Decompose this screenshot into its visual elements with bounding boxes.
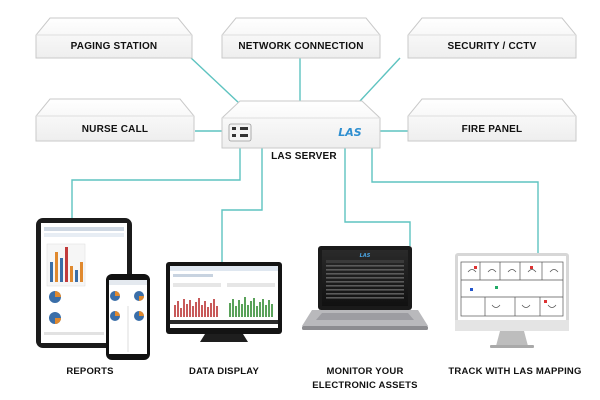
box-nurse-call	[35, 98, 195, 142]
las-server: LAS	[221, 100, 381, 149]
mapping-label: TRACK WITH LAS MAPPING	[448, 366, 582, 377]
reports-label: REPORTS	[66, 366, 114, 377]
paging-station-label: PAGING STATION	[70, 41, 158, 52]
server-logo: LAS	[338, 126, 362, 139]
monitor-assets-label-line1: MONITOR YOUR	[326, 366, 404, 377]
connector-data-display	[221, 148, 263, 262]
monitor-assets-label-line2: ELECTRONIC ASSETS	[312, 380, 418, 391]
connector-mapping	[371, 148, 539, 253]
las-server-label: LAS SERVER	[271, 151, 337, 162]
security-cctv-label: SECURITY / CCTV	[447, 41, 537, 52]
box-fire-panel	[407, 98, 577, 142]
mapping-monitor	[455, 253, 569, 348]
connector-paging	[189, 56, 241, 105]
connector-security	[359, 57, 401, 102]
box-network-connection	[221, 17, 381, 59]
connector-lines	[71, 56, 539, 262]
assets-laptop: LAS	[302, 246, 428, 330]
connector-reports	[71, 148, 241, 220]
network-connection-label: NETWORK CONNECTION	[238, 41, 364, 52]
nurse-call-label: NURSE CALL	[81, 124, 149, 135]
svg-text:LAS: LAS	[360, 253, 371, 259]
box-security-cctv	[407, 17, 577, 59]
fire-panel-label: FIRE PANEL	[461, 124, 523, 135]
data-display-monitor	[166, 262, 282, 342]
data-display-label: DATA DISPLAY	[189, 366, 259, 377]
server-port-panel	[228, 123, 252, 142]
reports-phone	[106, 274, 150, 360]
box-paging-station	[35, 17, 193, 59]
connector-assets	[344, 148, 411, 246]
